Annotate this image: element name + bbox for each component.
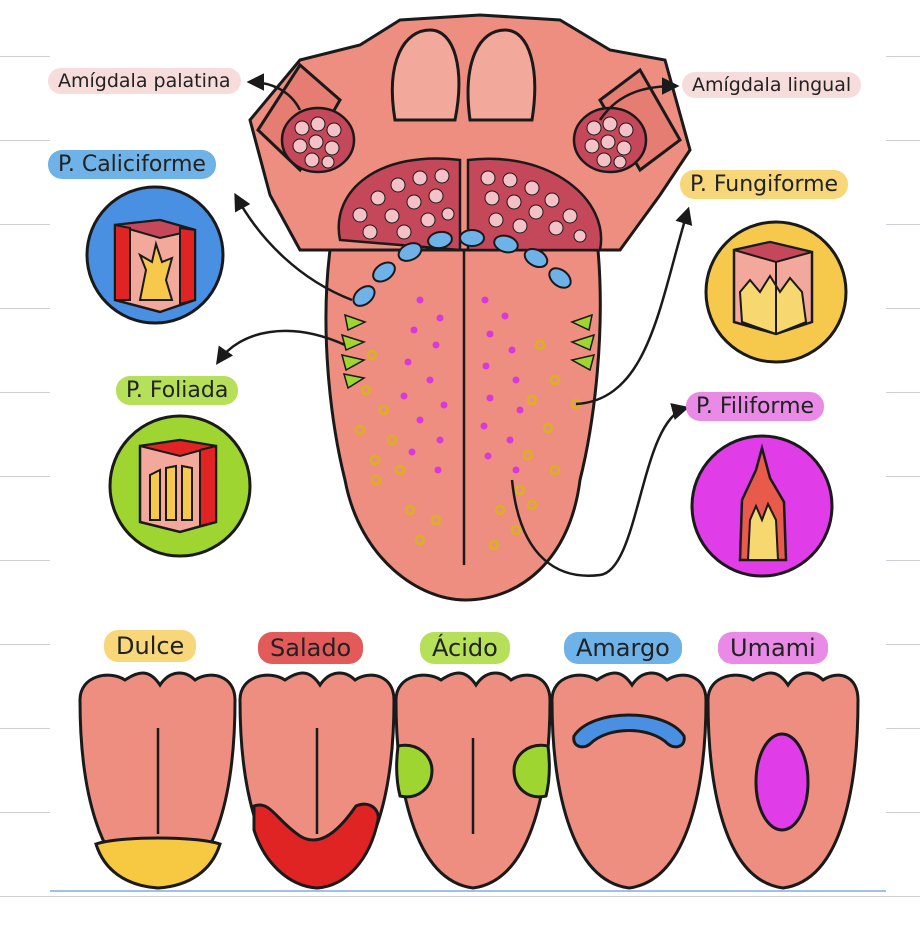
taste-tongue-dulce [78, 671, 237, 890]
epiglottis-left [390, 28, 461, 122]
main-tongue [248, 13, 692, 602]
arrow-fungiforme [575, 206, 693, 406]
taste-label-salado: Salado [258, 632, 364, 664]
label-fungiforme: P. Fungiforme [680, 170, 849, 199]
taste-label-dulce: Dulce [104, 630, 197, 662]
foliada-papillae [340, 313, 596, 390]
arrow-filiforme [510, 403, 690, 577]
epiglottis-right [466, 28, 537, 122]
arrow-caliciforme [234, 192, 353, 302]
label-amigdala-lingual: Amígdala lingual [682, 72, 862, 98]
caliciforme-papillae-row [352, 229, 572, 307]
taste-label-umami: Umami [718, 632, 828, 664]
lingual-tonsil [337, 157, 603, 252]
taste-tongue-acido [394, 671, 552, 890]
taste-label-amargo: Amargo [564, 632, 682, 664]
arrow-amigdala-palatina [246, 73, 302, 111]
taste-tongue-salado [238, 671, 396, 890]
taste-tongue-amargo [550, 671, 708, 890]
palatine-tonsil-right [572, 106, 648, 174]
arrows [216, 73, 693, 577]
label-filiforme: P. Filiforme [686, 392, 825, 421]
label-caliciforme: P. Caliciforme [48, 150, 216, 179]
filiforme-dots [400, 296, 524, 474]
label-amigdala-palatina: Amígdala palatina [48, 68, 241, 94]
filiforme-closeup [690, 434, 834, 578]
fungiforme-dots [354, 339, 582, 551]
arrow-amigdala-lingual [598, 77, 680, 121]
fungiforme-closeup [704, 220, 848, 364]
pillar-right [598, 67, 682, 173]
foliada-closeup [108, 414, 252, 558]
taste-label-acido: Ácido [420, 632, 510, 664]
taste-tongue-umami [706, 671, 860, 890]
caliciforme-closeup [85, 185, 225, 325]
palatine-tonsil-left [280, 106, 356, 174]
label-foliada: P. Foliada [116, 376, 239, 405]
arrow-foliada [216, 329, 346, 365]
